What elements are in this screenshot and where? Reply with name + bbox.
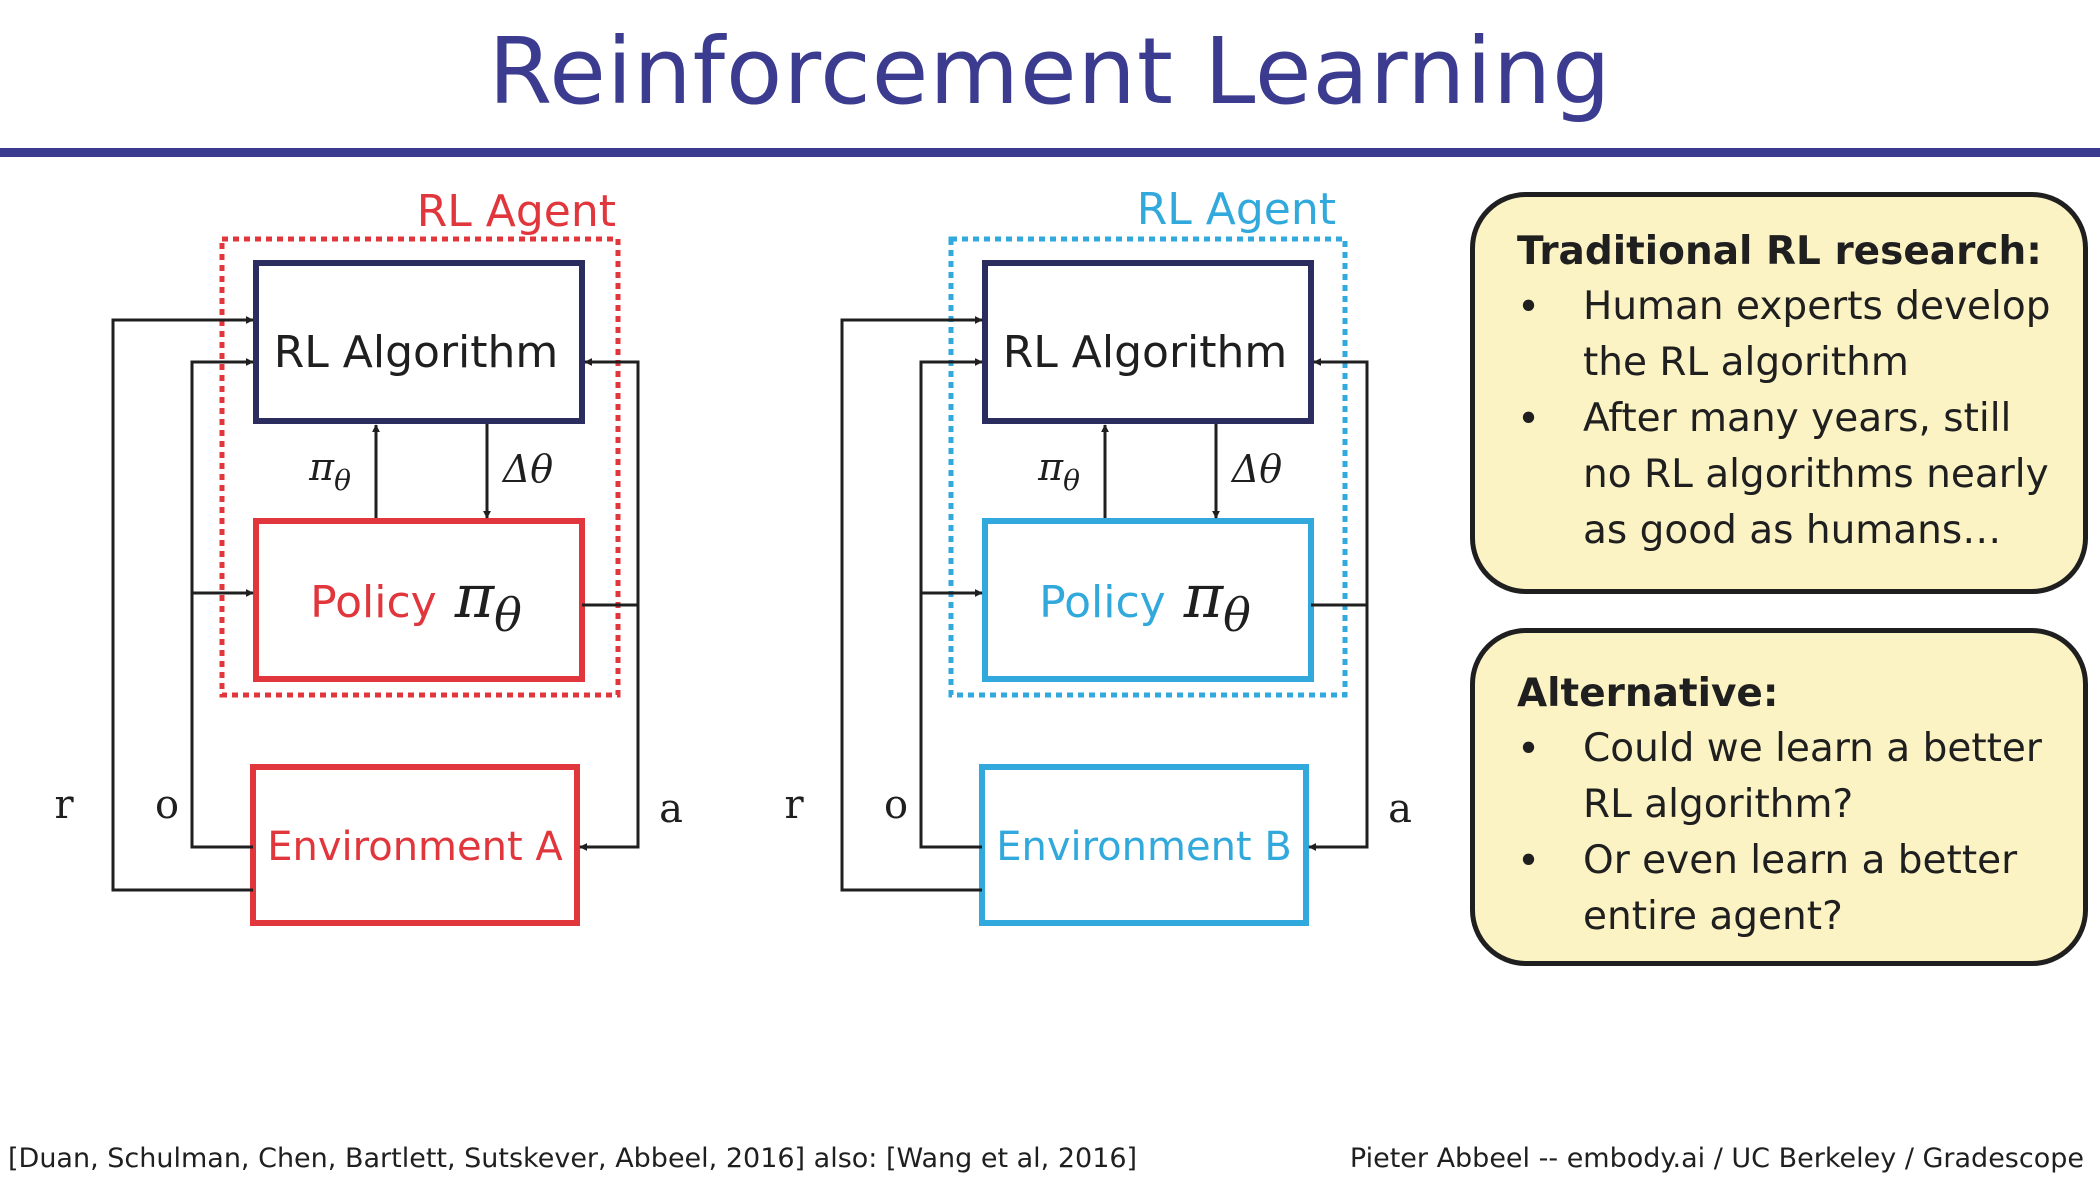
delta-theta-b: Δθ: [1230, 447, 1282, 491]
bullet-2-line-1: Or even learn a better: [1583, 838, 2018, 883]
bullet-2-line-1: After many years, still: [1583, 396, 2012, 441]
pi-theta-a: πθ: [308, 445, 351, 497]
a-action-line-a: [579, 603, 640, 851]
r-feedback-line-a: [111, 316, 254, 892]
bullet-2-line-2: no RL algorithms nearly: [1583, 452, 2049, 497]
bullet-2-line-3: as good as humans…: [1583, 508, 2002, 553]
a-to-algorithm-line-b: [1313, 358, 1369, 605]
r-label-b: r: [784, 782, 804, 828]
a-action-line-b: [1308, 603, 1369, 851]
title-underline: [0, 148, 2100, 157]
o-label-a: o: [155, 782, 179, 828]
algorithm-b-label: RL Algorithm: [1003, 327, 1288, 378]
o-label-b: o: [884, 782, 908, 828]
callout-alternative-heading: Alternative:: [1517, 671, 1779, 716]
a-label-a: a: [659, 786, 683, 832]
algorithm-a-box: [253, 260, 585, 424]
bullet-1-line-1: Could we learn a better: [1583, 726, 2042, 771]
a-label-b: a: [1388, 786, 1412, 832]
algorithm-a-label: RL Algorithm: [274, 327, 559, 378]
agent-b-boundary: [948, 236, 1348, 698]
policy-b-symbol: π: [1183, 562, 1225, 632]
agent-a-label: RL Agent: [417, 186, 616, 237]
a-to-algorithm-line-a: [584, 358, 640, 605]
agent-a-boundary: [219, 236, 621, 698]
callout-traditional-heading: Traditional RL research:: [1517, 229, 2042, 274]
algorithm-b-box: [982, 260, 1314, 424]
callout-alternative-bullet-2: Or even learn a better entire agent?: [1583, 833, 2017, 945]
bullet-1-line-2: RL algorithm?: [1583, 782, 1854, 827]
bullet-dot: •: [1517, 727, 1541, 772]
policy-a-word: Policy: [310, 577, 437, 628]
r-feedback-line-b: [840, 316, 983, 892]
bullet-2-line-2: entire agent?: [1583, 894, 1843, 939]
environment-a-box: [250, 764, 580, 926]
policy-b-word: Policy: [1039, 577, 1166, 628]
policy-a-sub: θ: [494, 588, 522, 642]
bullet-dot: •: [1517, 397, 1541, 442]
bullet-1-line-1: Human experts develop: [1583, 284, 2051, 329]
delta-theta-a: Δθ: [501, 447, 553, 491]
pi-theta-b: πθ: [1037, 445, 1080, 497]
environment-b-box: [979, 764, 1309, 926]
policy-b-box: [982, 518, 1314, 682]
bullet-dot: •: [1517, 839, 1541, 884]
policy-a-box: [253, 518, 585, 682]
o-observation-line-b: [919, 358, 983, 849]
footer-credit: Pieter Abbeel -- embody.ai / UC Berkeley…: [1349, 1143, 2084, 1174]
callout-alternative-bullet-1: Could we learn a better RL algorithm?: [1583, 721, 2042, 833]
bullet-1-line-2: the RL algorithm: [1583, 340, 1909, 385]
environment-a-label: Environment A: [267, 824, 563, 870]
bullet-dot: •: [1517, 285, 1541, 330]
agent-b-label: RL Agent: [1137, 184, 1336, 235]
environment-b-label: Environment B: [996, 824, 1292, 870]
r-label-a: r: [54, 782, 74, 828]
slide-title: Reinforcement Learning: [488, 18, 1612, 125]
policy-a-symbol: π: [454, 562, 496, 632]
policy-b-sub: θ: [1223, 588, 1251, 642]
callout-traditional-bullet-2: After many years, still no RL algorithms…: [1583, 391, 2049, 559]
callout-traditional-bullet-1: Human experts develop the RL algorithm: [1583, 279, 2051, 391]
o-observation-line-a: [190, 358, 254, 849]
callout-alternative: Alternative: • Could we learn a better R…: [1470, 628, 2088, 966]
callout-traditional: Traditional RL research: • Human experts…: [1470, 192, 2088, 594]
footer-citation: [Duan, Schulman, Chen, Bartlett, Sutskev…: [8, 1143, 1138, 1174]
